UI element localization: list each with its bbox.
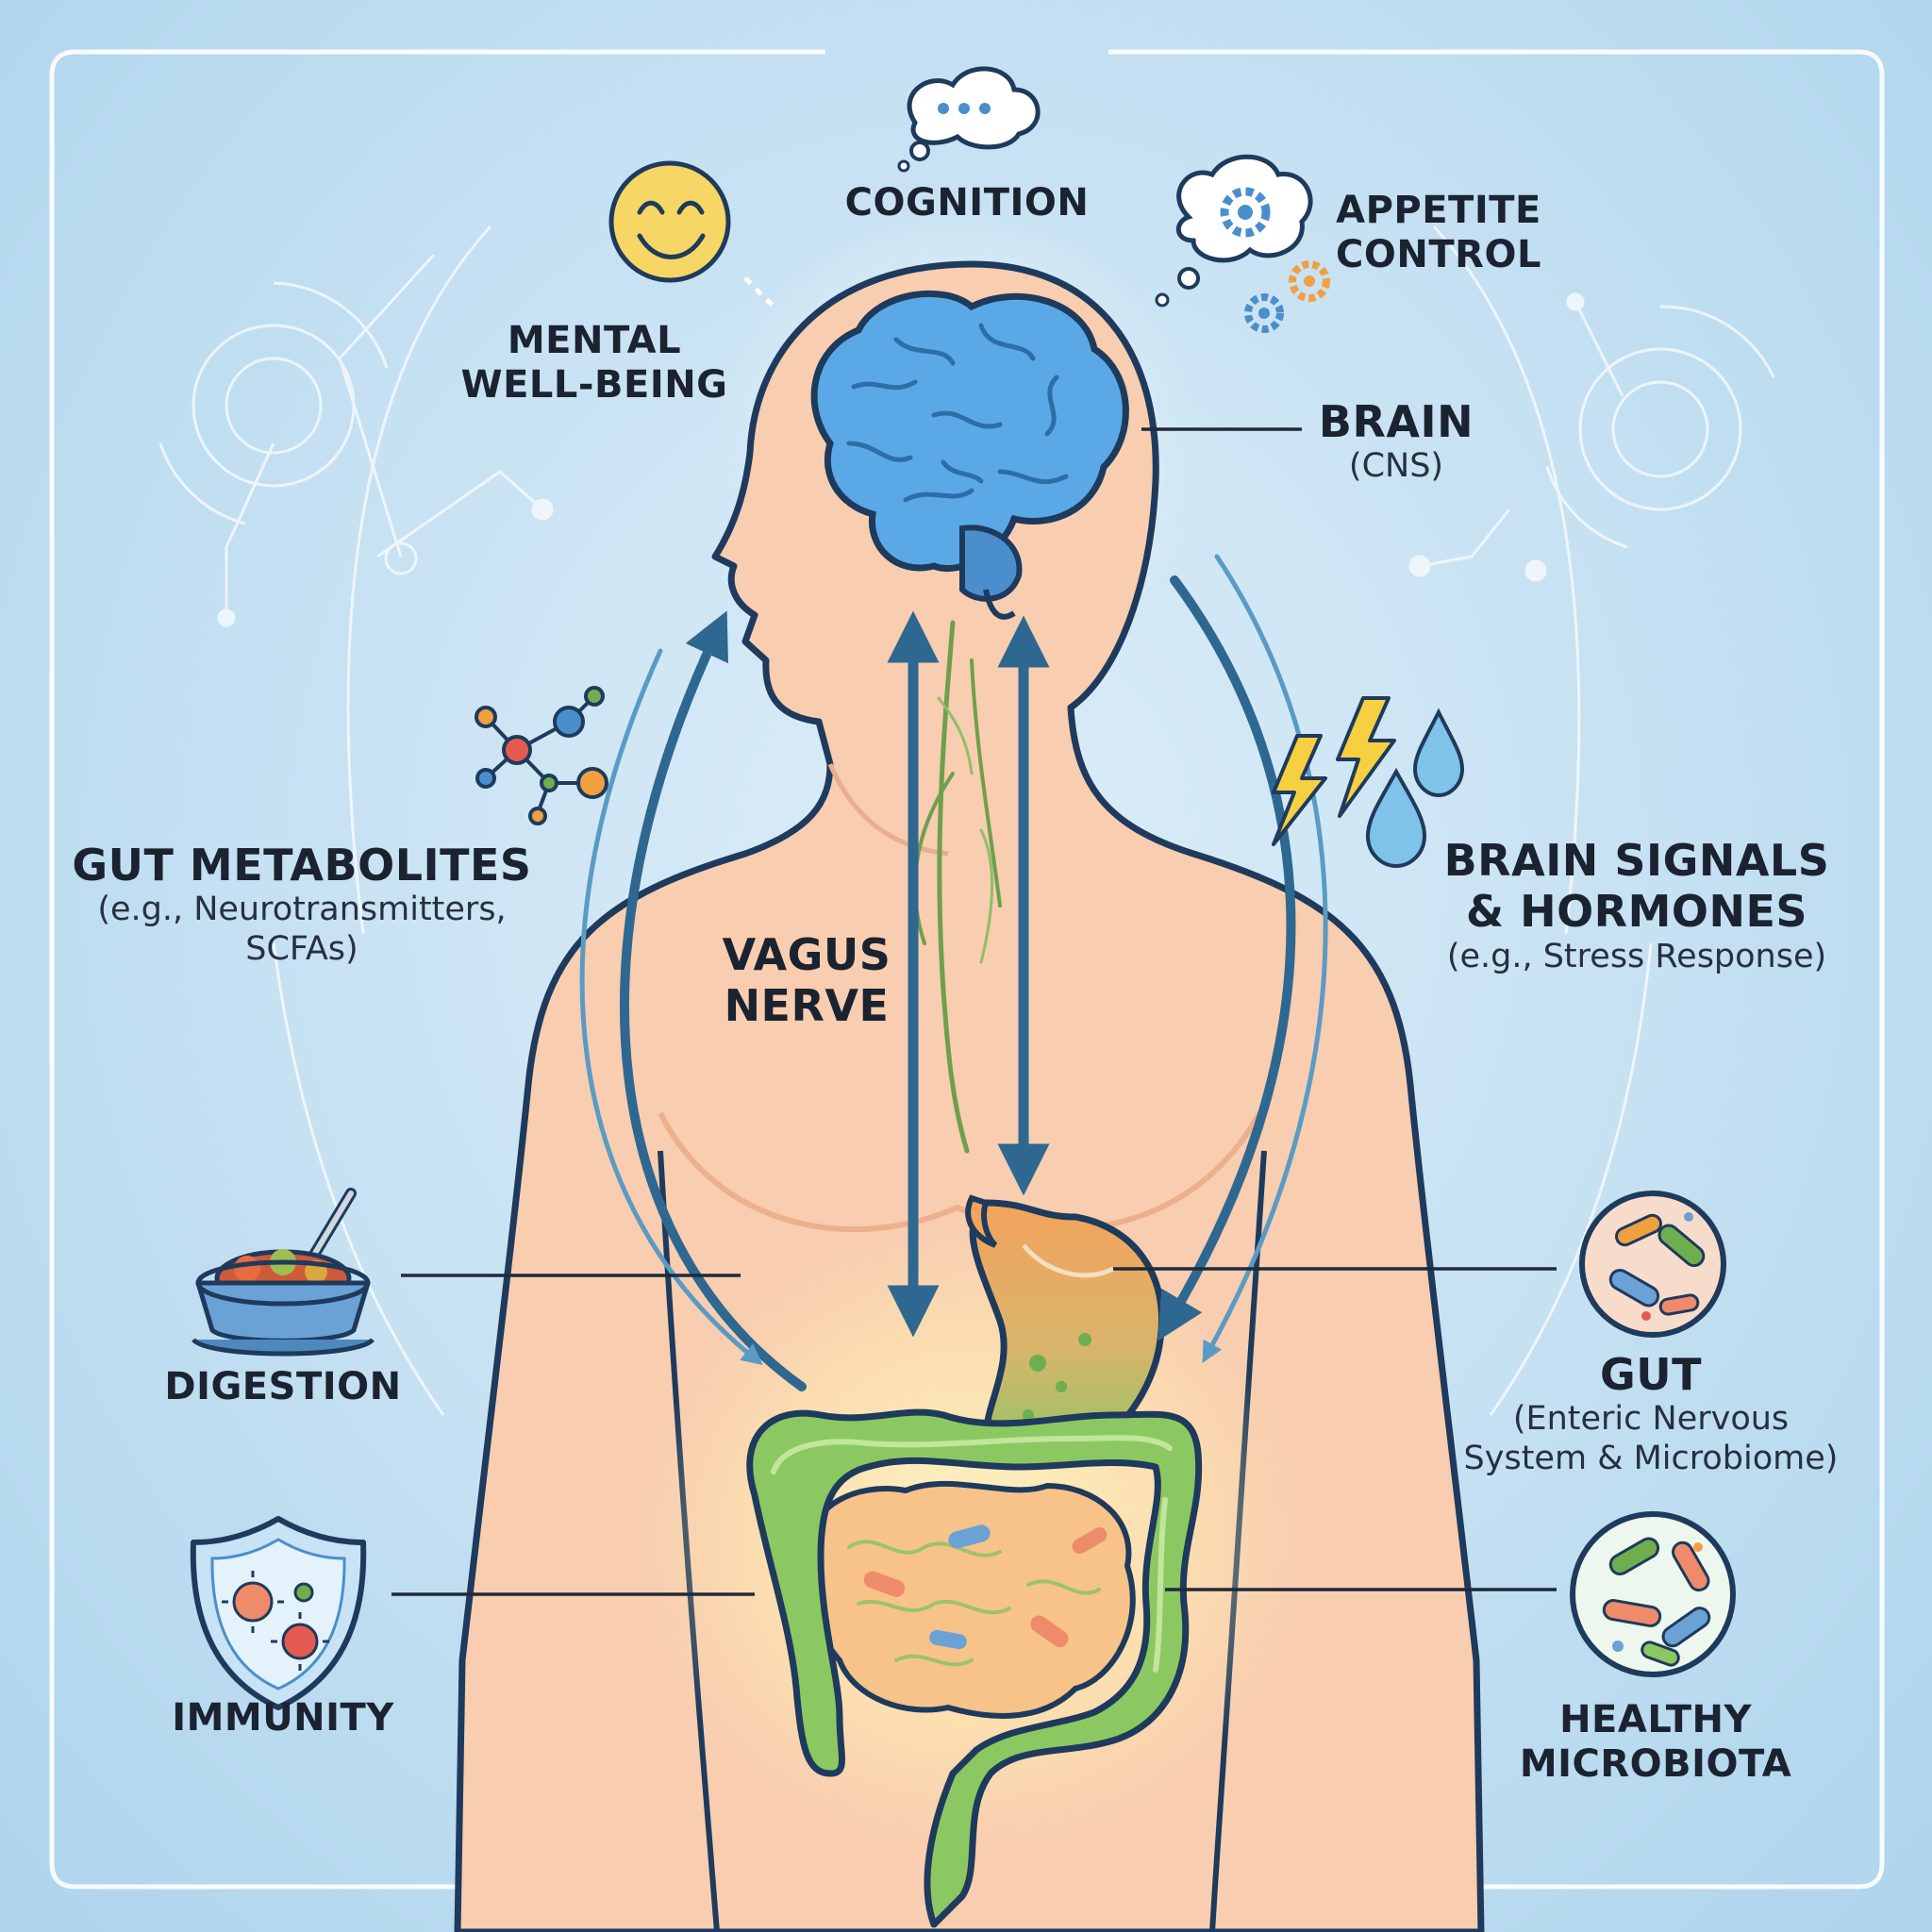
brain-title: BRAIN (1318, 396, 1474, 447)
immunity-label: IMMUNITY (142, 1696, 425, 1740)
molecule-icon (475, 686, 608, 825)
brain-label: BRAIN (CNS) (1302, 396, 1491, 487)
healthy-microbiota-label: HEALTHY MICROBIOTA (1500, 1698, 1811, 1787)
vagus-line-2: NERVE (724, 980, 890, 1032)
signal-arrows (579, 554, 1328, 1391)
mental-line-2: WELL-BEING (460, 363, 728, 408)
gut-title: GUT (1600, 1349, 1702, 1400)
gut-sub-1: (Enteric Nervous (1512, 1400, 1790, 1439)
signals-line-1: BRAIN SIGNALS (1443, 835, 1830, 886)
brain (810, 290, 1129, 620)
signals-sub: (e.g., Stress Response) (1446, 937, 1827, 975)
shield-virus-icon (190, 1516, 367, 1710)
appetite-control-label: APPETITE CONTROL (1321, 189, 1557, 277)
gut-sub-2: System & Microbiome) (1463, 1439, 1839, 1477)
metabolites-title: GUT METABOLITES (72, 840, 532, 891)
mental-well-being-label: MENTAL WELL-BEING (453, 319, 736, 408)
brain-subtitle: (CNS) (1348, 447, 1444, 486)
appetite-line-2: CONTROL (1336, 233, 1541, 277)
metabolites-sub-1: (e.g., Neurotransmitters, (97, 891, 507, 929)
appetite-line-1: APPETITE (1336, 189, 1541, 232)
background-network (158, 225, 1775, 1416)
vagus-line-1: VAGUS (722, 929, 891, 980)
cognition-label: COGNITION (811, 181, 1123, 225)
gut-metabolites-label: GUT METABOLITES (e.g., Neurotransmitters… (66, 840, 538, 969)
microbiota-line-2: MICROBIOTA (1519, 1742, 1792, 1787)
smiley-face-icon (608, 160, 775, 308)
metabolites-sub-2: SCFAs) (245, 929, 358, 968)
bacteria-circle-icon (1579, 1191, 1726, 1338)
gears-thought-icon (1155, 154, 1330, 333)
vagus-nerve-label: VAGUS NERVE (693, 929, 920, 1032)
food-bowl-icon (192, 1188, 375, 1357)
digestion-label: DIGESTION (142, 1365, 425, 1409)
immunity-title: IMMUNITY (172, 1696, 394, 1740)
cognition-title: COGNITION (844, 181, 1090, 225)
signals-line-2: & HORMONES (1465, 886, 1808, 938)
microbiota-line-1: HEALTHY (1559, 1698, 1752, 1741)
healthy-microbiota-icon (1570, 1511, 1736, 1677)
digestion-title: DIGESTION (164, 1365, 402, 1408)
lightning-icon (1272, 696, 1396, 846)
mental-line-1: MENTAL (507, 319, 682, 362)
water-drop-icon (1365, 708, 1465, 869)
thought-bubble-icon (897, 66, 1041, 173)
gut-label: GUT (Enteric Nervous System & Microbiome… (1434, 1349, 1868, 1478)
leader-lines (391, 427, 1557, 1596)
brain-signals-label: BRAIN SIGNALS & HORMONES (e.g., Stress R… (1415, 835, 1858, 976)
